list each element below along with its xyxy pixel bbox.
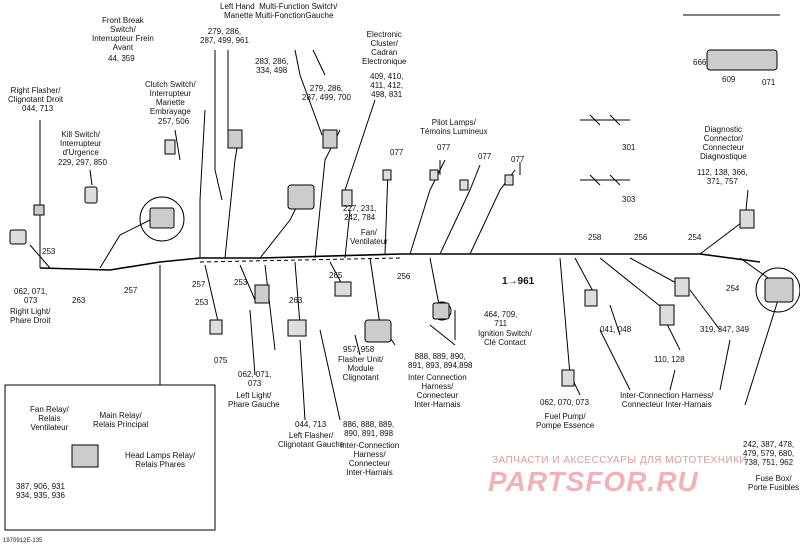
ref-077-c: 077 bbox=[478, 152, 492, 161]
ref-256: 256 bbox=[397, 272, 411, 281]
ref-666: 666 bbox=[693, 58, 707, 67]
kill-switch-label: Kill Switch/ Interrupteur d'Urgence bbox=[60, 130, 102, 157]
pilot-lamps-label: Pilot Lamps/ Témoins Lumineux bbox=[420, 118, 488, 136]
ref-254: 254 bbox=[688, 233, 702, 242]
ref-301: 301 bbox=[622, 143, 636, 152]
ref-253: 253 bbox=[42, 247, 56, 256]
ref-253c: 253 bbox=[195, 298, 209, 307]
fuse-box-refs: 242, 387, 478, 479, 579, 680, 738, 751, … bbox=[743, 440, 795, 467]
fan-label: Fan/ Ventilateur bbox=[350, 228, 388, 246]
ic-harness-label-a: Inter Connection Harness/ Connecteur Int… bbox=[408, 373, 467, 409]
cluster-refs: 409, 410, 411, 412, 498, 831 bbox=[370, 72, 404, 99]
ref-254b: 254 bbox=[726, 284, 740, 293]
ref-258: 258 bbox=[588, 233, 602, 242]
ref-256b: 256 bbox=[634, 233, 648, 242]
fuel-pump-refs: 062, 070, 073 bbox=[540, 398, 589, 407]
watermark-tagline: ЗАПЧАСТИ И АКСЕССУАРЫ ДЛЯ МОТОТЕХНИКИ bbox=[492, 455, 748, 466]
lhs-refs-a: 279, 286, 287, 499, 961 bbox=[200, 27, 249, 45]
right-flasher-refs: 044, 713 bbox=[22, 104, 54, 113]
ref-041-048: 041, 048 bbox=[600, 325, 632, 334]
ref-303: 303 bbox=[622, 195, 636, 204]
right-light-label: Right Light/ Phare Droit bbox=[10, 307, 51, 325]
clutch-refs: 257, 506 bbox=[158, 117, 190, 126]
headlamp-relay-label: Head Lamps Relay/ Relais Phares bbox=[125, 451, 196, 469]
front-brake-switch-label: Front Break Switch/ Interrupteur Frein A… bbox=[92, 16, 154, 52]
flasher-unit-label: Flasher Unit/ Module Clignotant bbox=[338, 355, 384, 382]
ref-077-d: 077 bbox=[511, 155, 525, 164]
ref-110-128: 110, 128 bbox=[654, 355, 685, 364]
ic-harness-refs-a: 888, 889, 890, 891, 893, 894,898 bbox=[408, 352, 473, 370]
drawing-code: 1970912E-135 bbox=[3, 538, 43, 544]
kill-refs: 229, 297, 850 bbox=[58, 158, 107, 167]
lhs-refs-c: 279, 286, 287, 499, 700 bbox=[302, 84, 351, 102]
ref-075: 075 bbox=[214, 356, 228, 365]
arrow-961: 1→961 bbox=[502, 276, 535, 287]
ref-263: 263 bbox=[72, 296, 86, 305]
ref-077-b: 077 bbox=[437, 143, 451, 152]
ref-257: 257 bbox=[124, 286, 138, 295]
diagnostic-refs: 112, 138, 366, 371, 757 bbox=[697, 168, 748, 186]
left-light-refs: 062, 071, 073 bbox=[238, 370, 272, 388]
fan-refs: 227, 231, 242, 784 bbox=[343, 204, 377, 222]
ref-609: 609 bbox=[722, 75, 736, 84]
front-brake-refs: 44, 359 bbox=[108, 54, 135, 63]
left-light-label: Left Light/ Phare Gauche bbox=[228, 391, 280, 409]
left-multifunction-switch-label: Left Hand Multi-Function Switch/ Manette… bbox=[220, 2, 338, 20]
ignition-refs: 464, 709, 711 bbox=[484, 310, 518, 328]
fuse-box-label: Fuse Box/ Porte Fusibles bbox=[748, 474, 800, 492]
electronic-cluster-label: Electronic Cluster/ Cadran Electronique bbox=[362, 30, 407, 66]
ic-harness-label-b: Inter-Connection Harness/ Connecteur Int… bbox=[340, 441, 400, 477]
flasher-unit-refs: 957, 958 bbox=[343, 345, 375, 354]
main-relay-label: Main Relay/ Relais Principal bbox=[93, 411, 149, 429]
ref-265: 265 bbox=[329, 271, 343, 280]
lhs-refs-b: 283, 286, 334, 498 bbox=[255, 57, 289, 75]
ref-077-a: 077 bbox=[390, 148, 404, 157]
right-flasher-label: Right Flasher/ Clignotant Droit bbox=[8, 86, 64, 104]
relay-refs: 387, 906, 931 934, 935, 936 bbox=[16, 482, 65, 500]
right-light-refs: 062, 071, 073 bbox=[14, 287, 48, 305]
ic-harness-refs-b: 886, 888, 889, 890, 891, 898 bbox=[343, 420, 395, 438]
ref-253b: 253 bbox=[234, 278, 248, 287]
left-flasher-refs: 044, 713 bbox=[295, 420, 327, 429]
ref-071: 071 bbox=[762, 78, 776, 87]
clutch-switch-label: Clutch Switch/ Interrupteur Manette Embr… bbox=[145, 80, 196, 116]
ref-263b: 263 bbox=[289, 296, 303, 305]
ignition-switch-label: Ignition Switch/ Clé Contact bbox=[478, 329, 532, 347]
ic-harness-label-c: Inter-Connection Harness/ Connecteur Int… bbox=[620, 391, 714, 409]
ref-319-347-349: 319, 347, 349 bbox=[700, 325, 749, 334]
diagnostic-connector-label: Diagnostic Connector/ Connecteur Diagnos… bbox=[700, 125, 747, 161]
left-flasher-label: Left Flasher/ Clignotant Gauche bbox=[278, 431, 345, 449]
fuel-pump-label: Fuel Pump/ Pompe Essence bbox=[536, 412, 595, 430]
fan-relay-label: Fan Relay/ Relais Ventilateur bbox=[30, 405, 69, 432]
watermark-logo: PARTSFOR.RU bbox=[488, 466, 699, 497]
ref-257b: 257 bbox=[192, 280, 206, 289]
